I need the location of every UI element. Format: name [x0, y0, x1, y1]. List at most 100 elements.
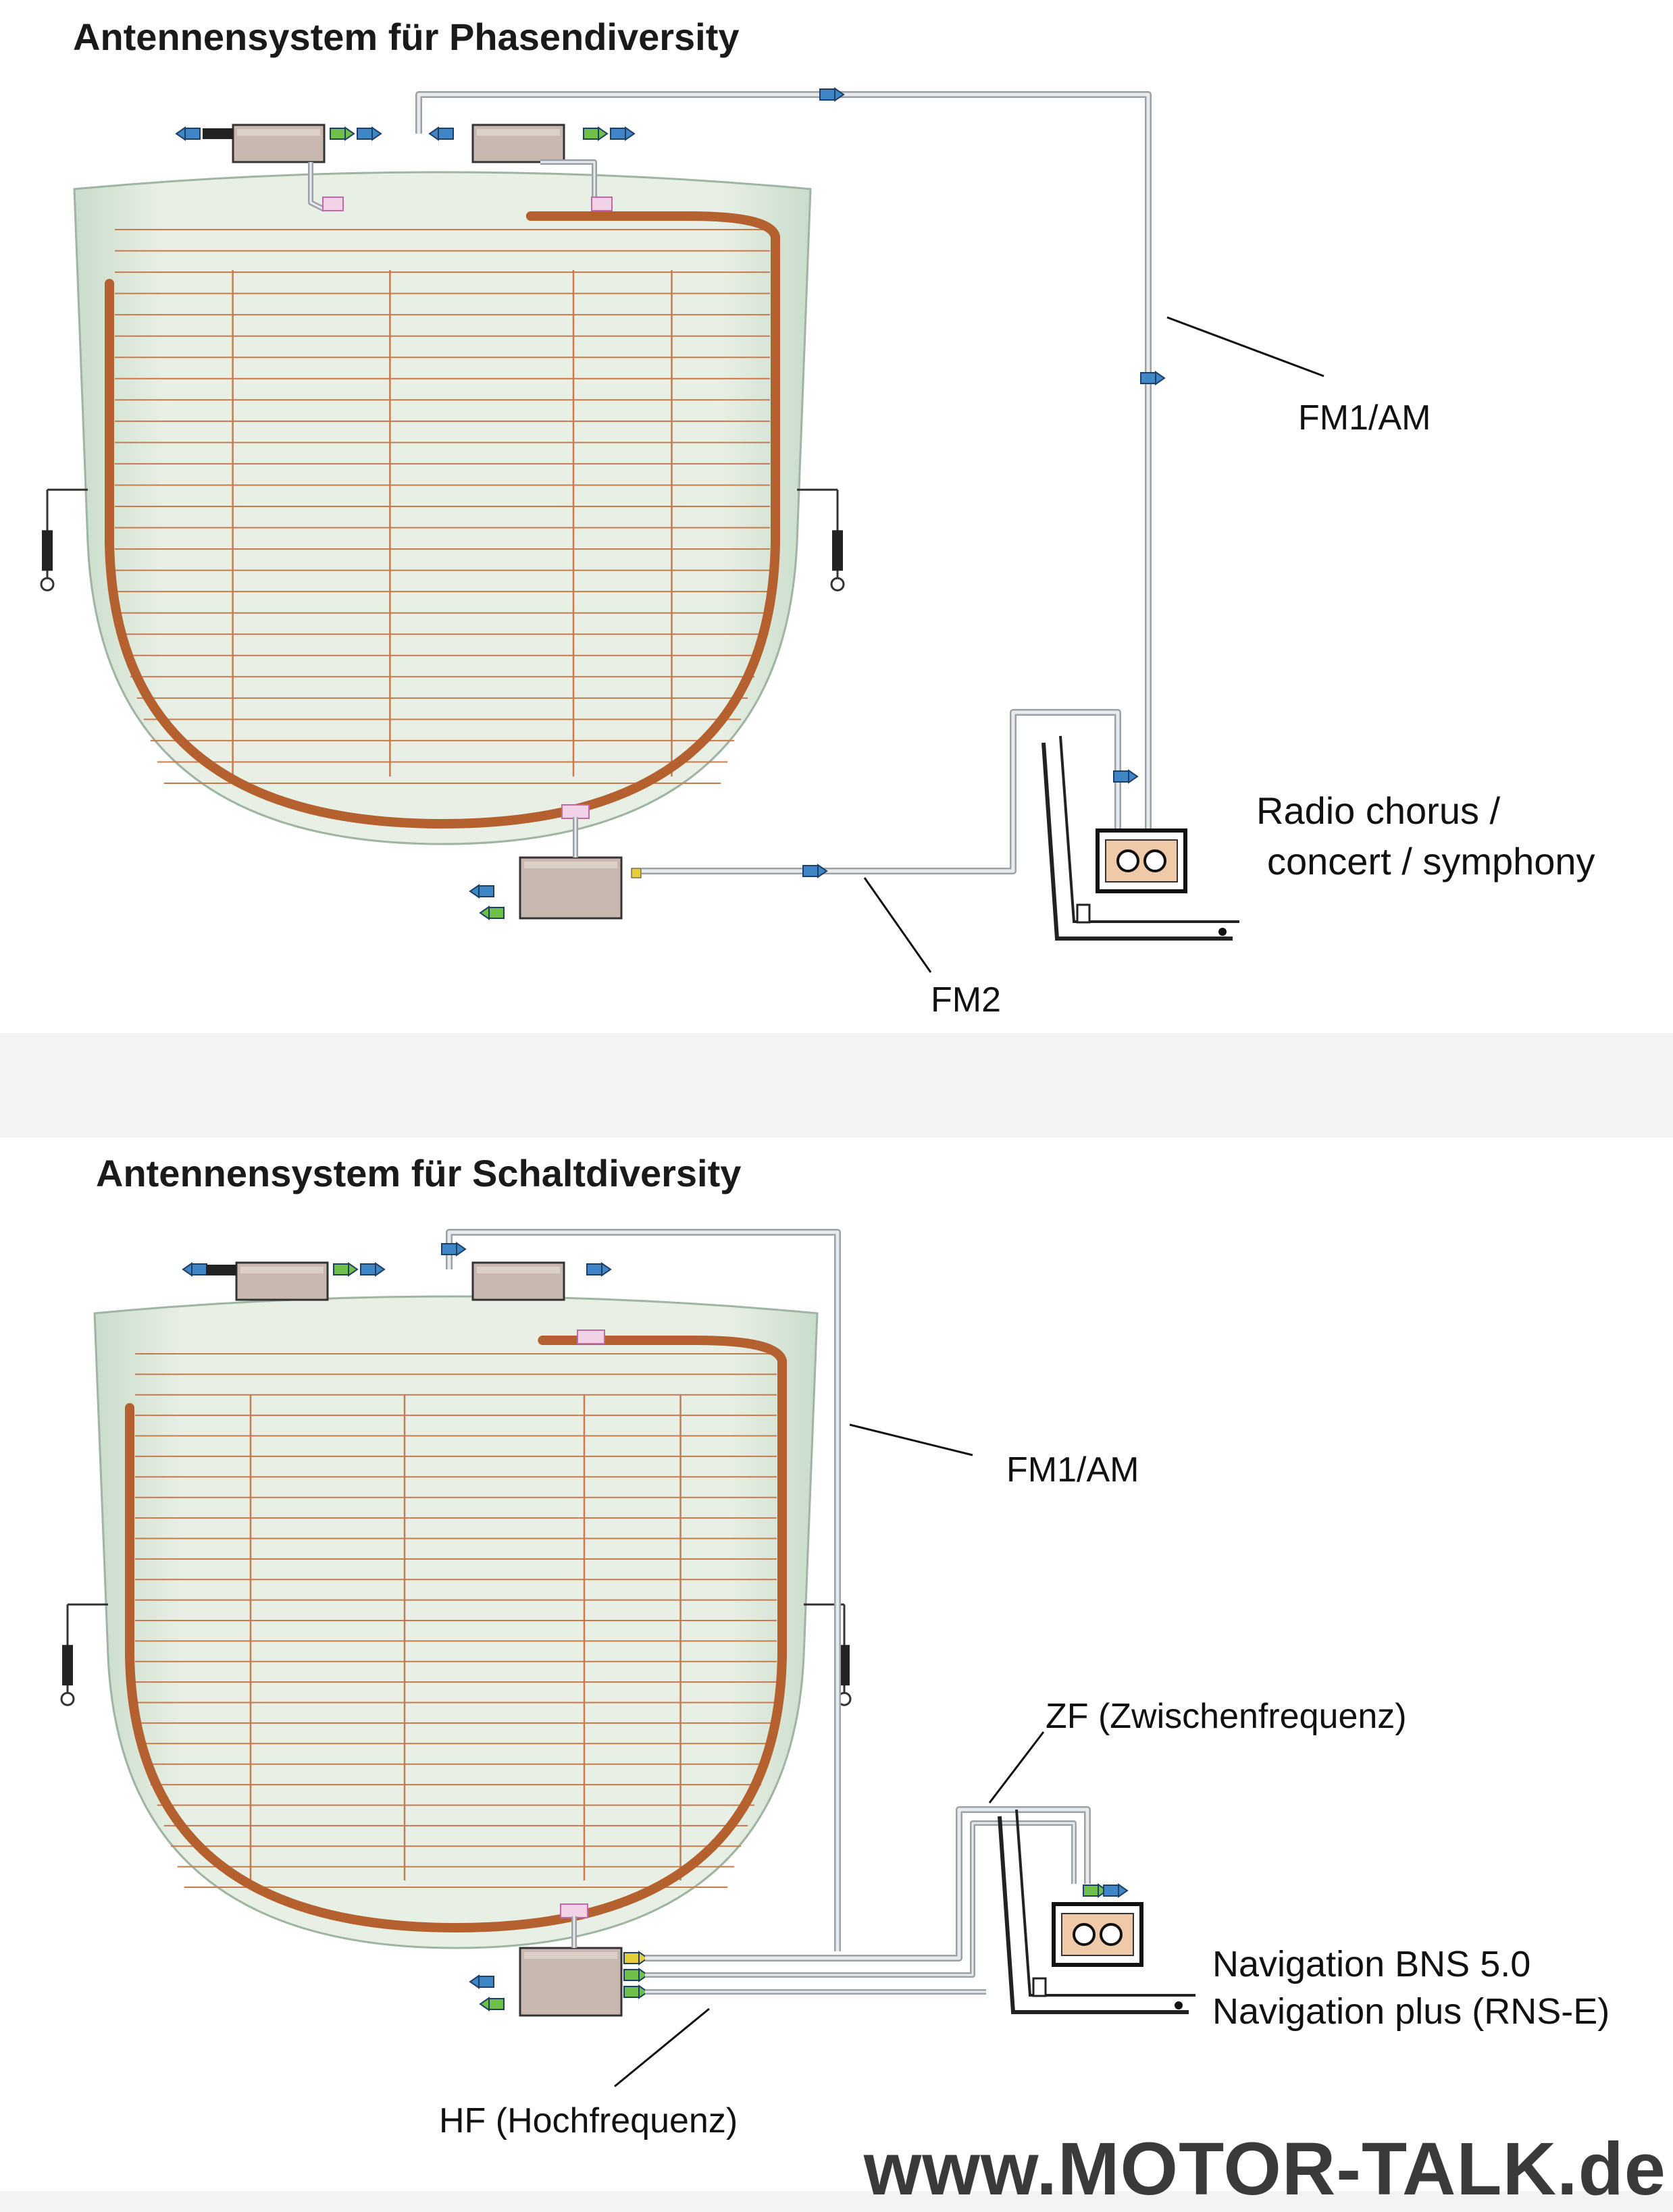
- top-amp-right-plug-b-body: [583, 128, 599, 140]
- bottom-label-fm1-am: FM1/AM: [1006, 1450, 1139, 1490]
- bottom-nav-unit-screw: [1175, 2001, 1183, 2009]
- top-amp-right-clip: [591, 196, 613, 211]
- phase-diversity-diagram: [40, 87, 1324, 973]
- bottom-nav-unit-socket-2: [1100, 1923, 1123, 1946]
- top-amp-left-plug-c-tip: [371, 126, 382, 141]
- top-amp-left-plug-c-body: [357, 128, 373, 140]
- top-amp-bottom-plug-b-tip: [479, 905, 490, 920]
- top-amplifier-right-highlight: [477, 129, 560, 136]
- top-amp-left-plug-a-body: [184, 128, 201, 140]
- top-radio-unit-dash: [1041, 742, 1233, 941]
- top-fm2-end-plug-tip: [1128, 769, 1139, 784]
- top-amp-bottom-plug-a-tip: [469, 884, 480, 899]
- bottom-antenna-band: [125, 1336, 787, 1933]
- top-fm2-inline-plug: [802, 864, 828, 878]
- bottom-amp-left-plug-a-tip: [182, 1262, 192, 1277]
- top-amplifier-left-highlight: [237, 129, 320, 136]
- bottom-hf-cable-1-core: [645, 1822, 1075, 1976]
- bottom-amp-bottom-plug-a-body: [478, 1976, 494, 1988]
- bottom-amp-bottom-clip: [560, 1903, 588, 1918]
- top-amp-left-plug-a: [175, 126, 201, 141]
- bottom-nav-unit-dash: [998, 1816, 1189, 2014]
- bottom-amp-bottom-plug-e-body: [623, 1986, 640, 1998]
- bottom-fm1-plug-tip: [456, 1242, 467, 1257]
- bottom-leader-hf: [614, 2007, 710, 2088]
- bottom-leader-fm1: [849, 1423, 973, 1456]
- top-radio-unit-socket-1: [1116, 849, 1139, 872]
- top-fm1-inline-plug-body: [819, 88, 835, 101]
- top-amp-right-plug-b: [583, 126, 609, 141]
- top-amplifier-right: [471, 124, 565, 163]
- top-radio-unit-dash-inner: [1059, 735, 1239, 923]
- bottom-nav-unit: [998, 1809, 1195, 2014]
- top-fm1-mid-plug: [1140, 371, 1166, 386]
- top-amp-bottom-clip: [561, 804, 590, 819]
- bottom-nav-unit-socket-1: [1073, 1923, 1096, 1946]
- bottom-amp-bottom-plug-d: [623, 1968, 649, 1982]
- top-amp-left-plug-a-tip: [175, 126, 186, 141]
- top-label-fm2: FM2: [931, 980, 1001, 1020]
- top-ground-eye: [830, 577, 845, 591]
- top-glass: [73, 171, 812, 845]
- top-amp-bottom-plug-a: [469, 884, 494, 899]
- top-amp-left-plug-b-tip: [344, 126, 355, 141]
- top-amp-bottom-terminal: [631, 868, 642, 878]
- watermark-motor-talk: www.MOTOR-TALK.de: [863, 2128, 1666, 2211]
- bottom-amp-right-plug-tip: [601, 1262, 612, 1277]
- bottom-nav-unit-faceplate: [1061, 1913, 1134, 1956]
- bottom-amplifier-bottom-body: [519, 1947, 623, 2017]
- bottom-rear-window: [60, 1295, 852, 1949]
- top-fm2-cable-core: [642, 710, 1120, 873]
- top-amplifier-bottom: [519, 856, 623, 920]
- bottom-zf-end-plug-tip: [1098, 1883, 1108, 1898]
- bottom-suppressor: [839, 1645, 850, 1686]
- top-fm1-mid-plug-tip: [1155, 371, 1166, 386]
- bottom-hf-end-plug-body: [1103, 1885, 1119, 1897]
- top-ground-eye: [40, 577, 55, 591]
- bottom-amp-bottom-plug-b-body: [488, 1998, 505, 2010]
- top-label-fm1-am: FM1/AM: [1298, 398, 1431, 438]
- top-suppressor: [832, 530, 843, 571]
- top-fm1-inline-plug: [819, 87, 845, 102]
- top-amp-bottom-plug-a-body: [478, 885, 494, 897]
- bottom-amp-left-plug-b-body: [333, 1263, 349, 1275]
- top-amp-right-plug-a: [428, 126, 454, 141]
- top-amp-left-plug-b: [330, 126, 355, 141]
- top-amp-bottom-plug-b-body: [488, 907, 505, 919]
- bottom-amp-right-clip: [577, 1329, 605, 1344]
- top-label-radio-line2: concert / symphony: [1267, 840, 1595, 883]
- top-fm1-inline-plug-tip: [834, 87, 845, 102]
- bottom-label-nav-line1: Navigation BNS 5.0: [1212, 1944, 1531, 1984]
- bottom-zf-cable-core: [645, 1808, 1089, 1960]
- switch-diversity-diagram: [60, 1229, 1195, 2088]
- bottom-suppressor: [62, 1645, 73, 1686]
- bottom-amp-right-plug-body: [586, 1263, 602, 1275]
- top-amp-right-plug-c: [610, 126, 636, 141]
- top-rear-window: [40, 171, 845, 845]
- top-amp-left-clip: [322, 196, 344, 211]
- bottom-amp-left-plug-c-body: [360, 1263, 376, 1275]
- bottom-amp-bottom-plug-b: [479, 1997, 505, 2011]
- top-leader-fm2: [863, 877, 932, 973]
- bottom-amp-left-lead: [206, 1265, 236, 1275]
- bottom-amplifier-left: [235, 1261, 329, 1301]
- top-fm2-inline-plug-tip: [817, 864, 828, 878]
- top-amp-left-lead: [203, 128, 233, 139]
- bottom-label-zf: ZF (Zwischenfrequenz): [1046, 1697, 1407, 1736]
- bottom-amp-left-plug-c-tip: [375, 1262, 386, 1277]
- top-title: Antennensystem für Phasendiversity: [73, 16, 740, 58]
- bottom-nav-unit-plug: [1032, 1977, 1047, 1997]
- top-amplifier-bottom-highlight: [524, 862, 617, 868]
- bottom-amp-bottom-plug-d-body: [623, 1969, 640, 1981]
- bottom-amp-bottom-plug-a: [469, 1974, 494, 1989]
- bottom-amp-bottom-plug-c-body: [623, 1952, 640, 1964]
- bottom-zf-end-plug: [1083, 1883, 1108, 1898]
- bottom-amp-bottom-plug-e: [623, 1984, 649, 1999]
- bottom-amp-left-plug-b: [333, 1262, 359, 1277]
- bottom-nav-unit-dash-inner: [1015, 1809, 1195, 1997]
- bottom-amplifier-left-highlight: [240, 1267, 324, 1273]
- bottom-amp-left-plug-a-body: [191, 1263, 207, 1275]
- bottom-amp-bottom-plug-b-tip: [479, 1997, 490, 2011]
- bottom-title: Antennensystem für Schaltdiversity: [96, 1152, 742, 1194]
